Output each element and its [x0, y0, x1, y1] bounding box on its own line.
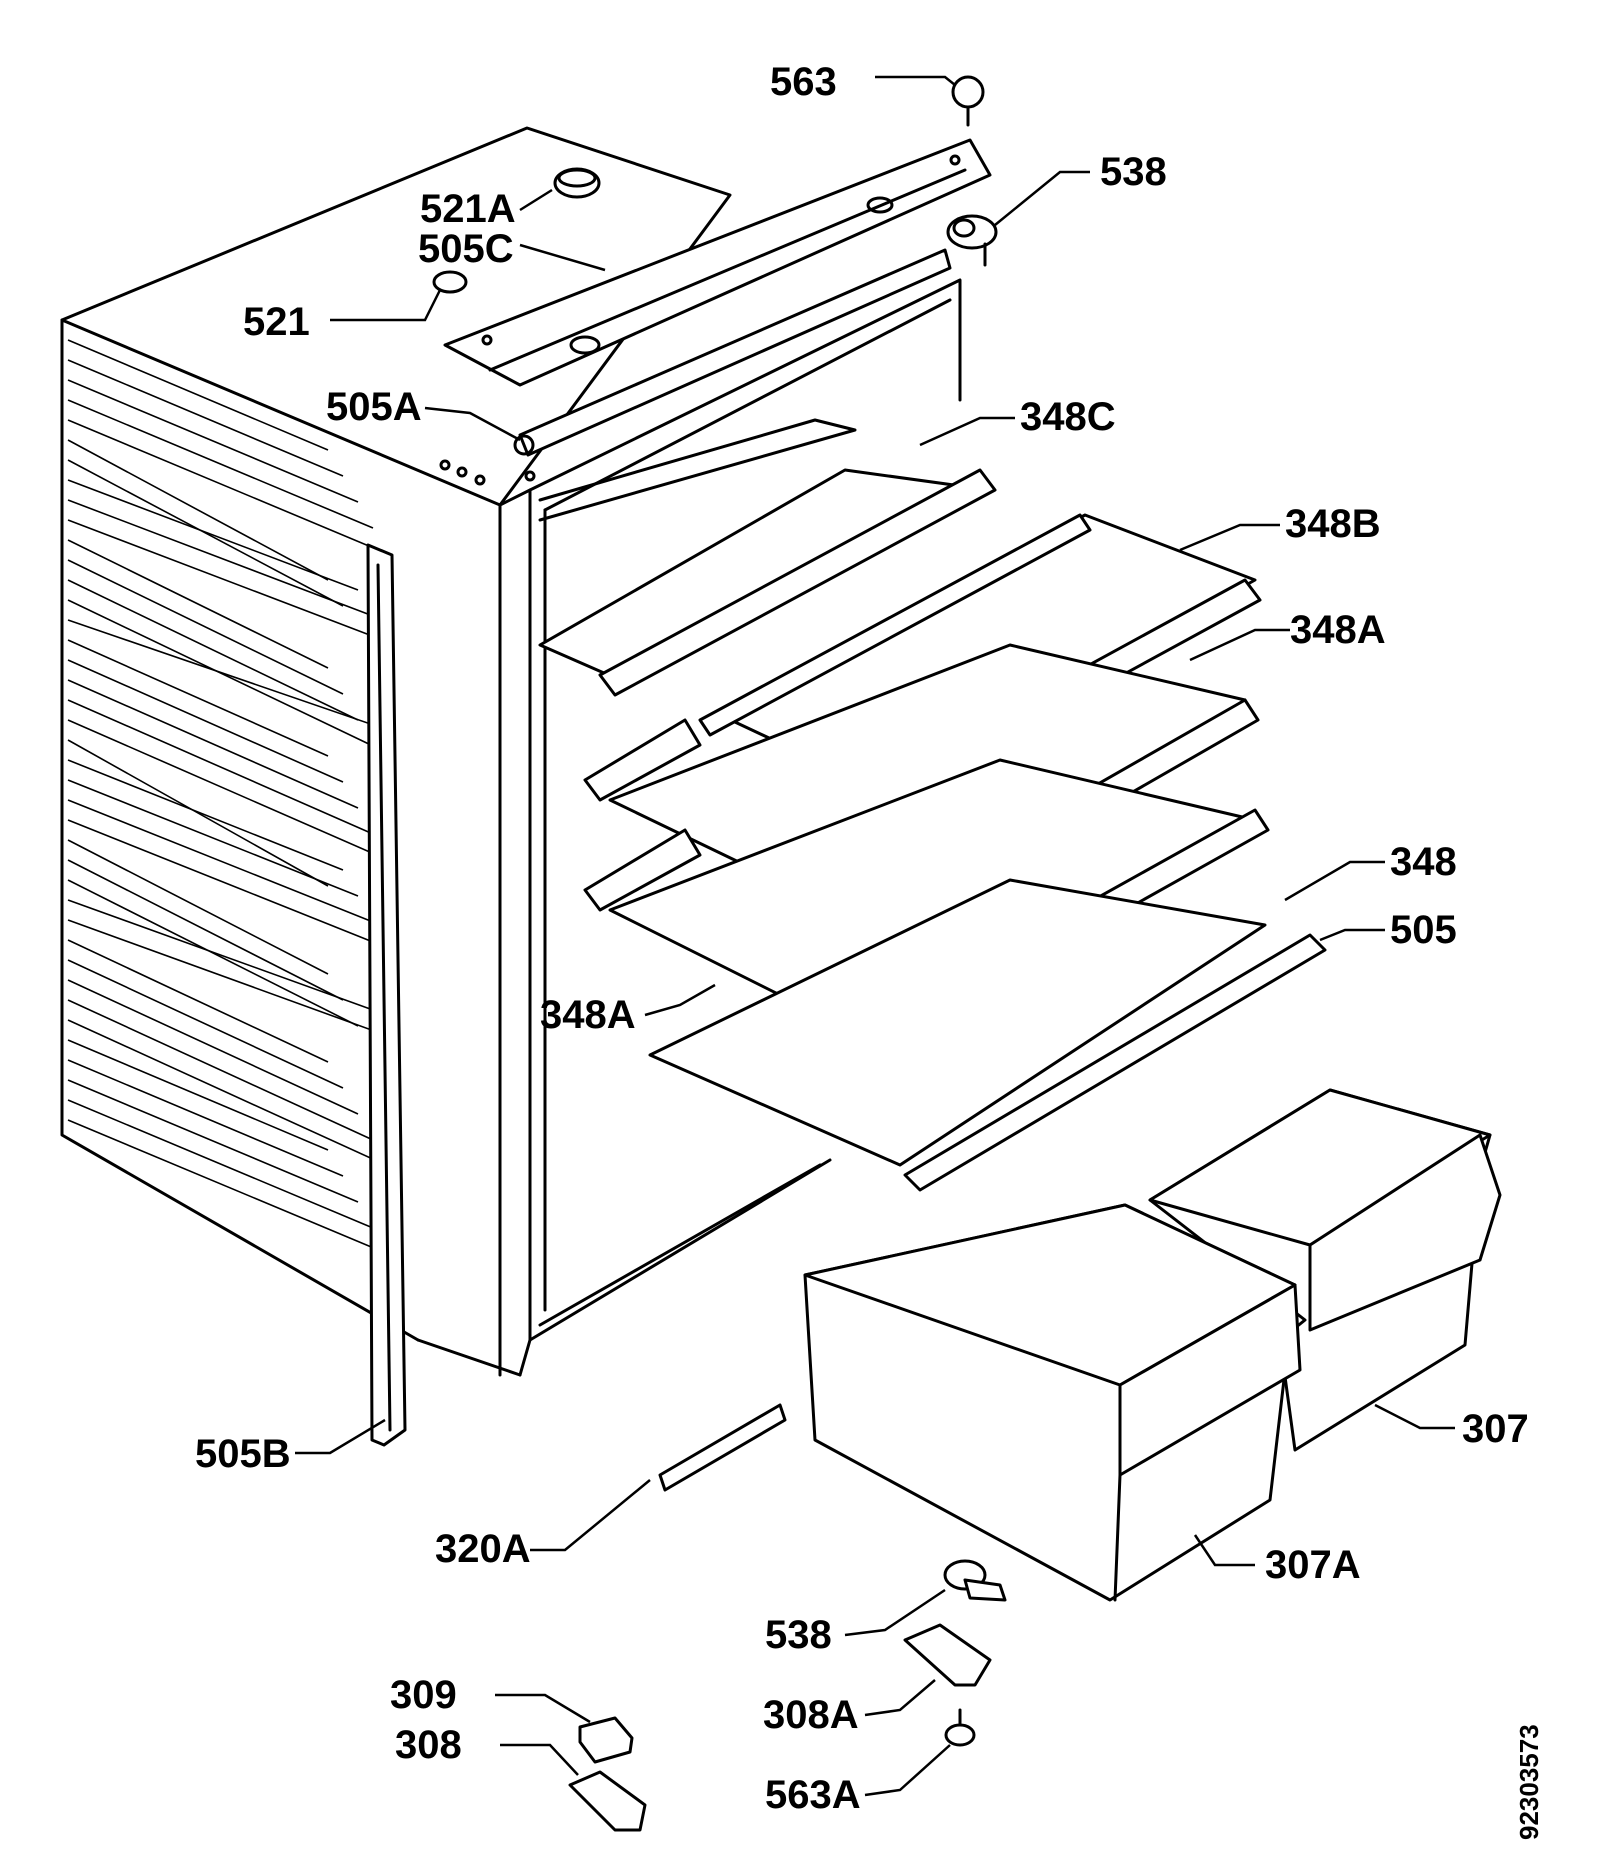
shading-line — [67, 579, 359, 721]
label-505: 505 — [1390, 908, 1457, 952]
label-348B: 348B — [1285, 502, 1381, 546]
front-frame-bottom — [528, 1158, 832, 1342]
part-labels: 563 538 521A 505C 521 505A 348C 348B 348… — [195, 60, 1544, 1840]
part-320A-rail — [658, 1403, 787, 1492]
shading-line — [67, 679, 359, 809]
part-521-cap — [432, 270, 468, 294]
label-505B: 505B — [195, 1432, 291, 1476]
label-309: 309 — [390, 1673, 457, 1717]
shading-line — [67, 499, 374, 617]
shading-line — [67, 779, 359, 897]
shading-line — [67, 719, 389, 861]
label-348: 348 — [1390, 840, 1457, 884]
shading-line — [67, 1119, 389, 1255]
cabinet-side-shading — [67, 339, 389, 1255]
shading-line — [67, 559, 344, 695]
label-348A-left: 348A — [540, 993, 636, 1037]
front-frame-top — [528, 278, 962, 492]
label-521: 521 — [243, 300, 310, 344]
drawing-number: 92303573 — [1514, 1724, 1544, 1840]
shading-line — [67, 519, 389, 643]
shading-line — [67, 399, 374, 529]
shading-line — [67, 899, 374, 1011]
hole — [524, 470, 536, 482]
part-308A-bracket — [903, 1623, 992, 1687]
label-348A-right: 348A — [1290, 608, 1386, 652]
part-505C-rail — [443, 138, 992, 387]
shading-line — [67, 619, 389, 731]
label-505A: 505A — [326, 385, 422, 429]
cabinet-side-outline — [60, 318, 420, 1342]
label-308: 308 — [395, 1723, 462, 1767]
shading-line — [67, 739, 329, 887]
part-307A-bin — [803, 1203, 1302, 1602]
shading-line — [67, 839, 329, 975]
part-307-bin — [1148, 1088, 1502, 1452]
shading-line — [67, 1079, 359, 1203]
label-538-bottom: 538 — [765, 1613, 832, 1657]
shading-line — [67, 659, 344, 783]
label-521A: 521A — [420, 187, 516, 231]
shading-line — [67, 379, 359, 503]
label-307: 307 — [1462, 1407, 1529, 1451]
part-538-hinge-bottom — [943, 1559, 1007, 1602]
shading-line — [67, 639, 329, 757]
part-348C-shelf — [538, 418, 997, 697]
shading-line — [67, 939, 329, 1063]
label-563A: 563A — [765, 1773, 861, 1817]
label-307A: 307A — [1265, 1543, 1361, 1587]
part-309-block — [578, 1716, 634, 1764]
part-308-bracket — [568, 1770, 647, 1832]
shading-line — [67, 979, 359, 1115]
part-521A-cap — [553, 167, 601, 199]
shading-line — [67, 339, 329, 451]
shading-line — [67, 1019, 389, 1167]
shading-line — [67, 699, 374, 835]
shading-line — [67, 859, 344, 1001]
cabinet-top — [60, 126, 732, 507]
part-505A-bar — [513, 248, 952, 457]
shading-line — [67, 959, 344, 1089]
part-505-bar — [903, 933, 1327, 1192]
cabinet — [60, 126, 962, 1377]
part-505B-seal — [366, 543, 407, 1447]
label-348C: 348C — [1020, 395, 1116, 439]
shading-line — [67, 759, 344, 871]
shading-line — [67, 919, 389, 1037]
shading-line — [67, 539, 329, 669]
label-308A: 308A — [763, 1693, 859, 1737]
shading-line — [67, 819, 389, 949]
label-320A: 320A — [435, 1527, 531, 1571]
label-505C: 505C — [418, 227, 514, 271]
part-538-hinge-top — [946, 214, 998, 267]
shading-line — [67, 799, 374, 923]
leader-lines — [295, 75, 1455, 1797]
cabinet-bottom-edge — [416, 1338, 522, 1377]
shading-line — [67, 1059, 344, 1177]
hole — [474, 474, 486, 486]
shading-line — [67, 999, 374, 1141]
front-frame-bottom-inner — [538, 1163, 822, 1327]
shading-line — [67, 419, 389, 555]
front-frame-top-inner — [543, 298, 952, 512]
shading-line — [67, 1099, 374, 1229]
shading-line — [67, 359, 344, 477]
part-563-screw-top — [951, 75, 985, 127]
hole — [439, 459, 451, 471]
hole — [456, 466, 468, 478]
part-563A-screw-bottom — [944, 1708, 976, 1747]
label-563-top: 563 — [770, 60, 837, 104]
shading-line — [67, 479, 359, 591]
label-538-top: 538 — [1100, 150, 1167, 194]
shading-line — [67, 1039, 329, 1151]
front-frame-left — [498, 488, 532, 1377]
part-348-glass-shelf — [648, 878, 1267, 1167]
shading-line — [67, 439, 329, 581]
